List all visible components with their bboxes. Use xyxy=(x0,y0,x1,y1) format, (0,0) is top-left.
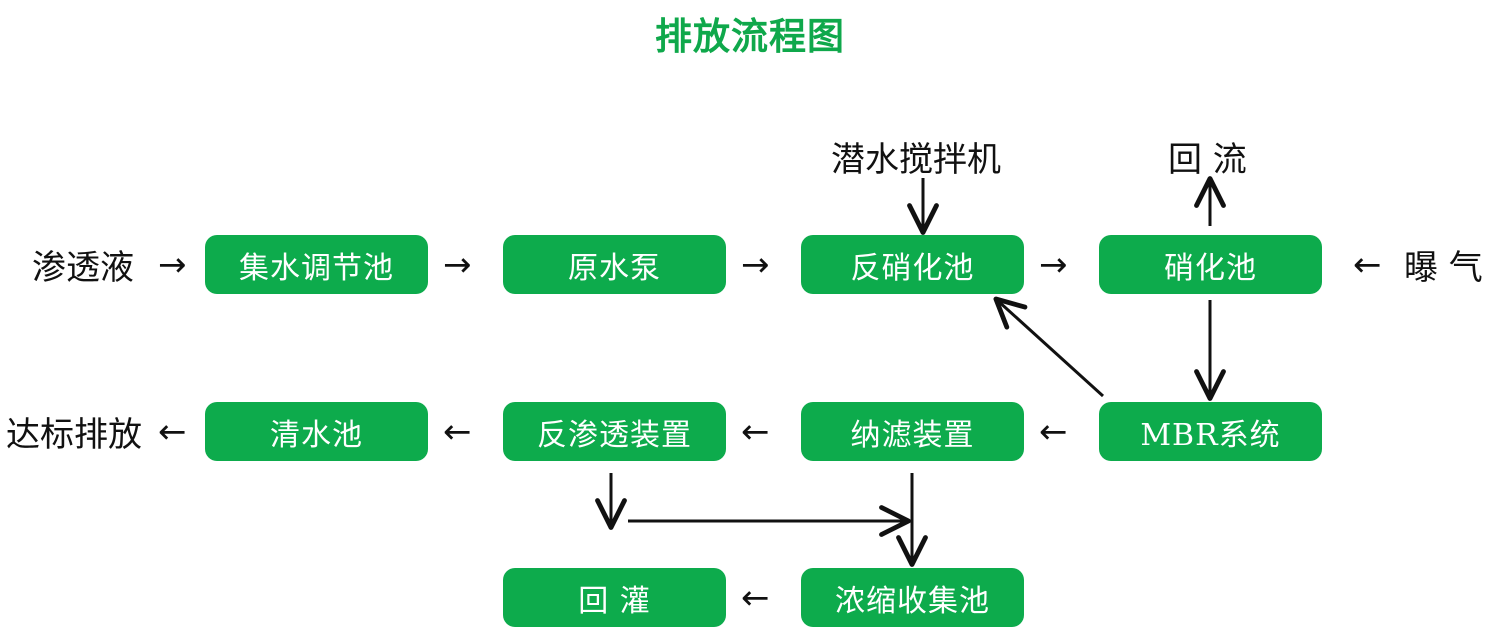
label-reflux: 回 流 xyxy=(1168,140,1247,180)
node-nanofiltration-unit[interactable]: 纳滤装置 xyxy=(801,402,1024,461)
label-aeration: 曝 气 xyxy=(1404,248,1483,288)
label-compliant-discharge: 达标排放 xyxy=(6,415,142,455)
node-concentrate-collection-tank[interactable]: 浓缩收集池 xyxy=(801,568,1024,627)
arrow-n3-to-n4: → xyxy=(1039,245,1068,285)
arrow-n5-to-n6: ← xyxy=(1039,412,1068,452)
arrow-n8-to-outlet: ← xyxy=(158,412,187,452)
node-reverse-osmosis-unit[interactable]: 反渗透装置 xyxy=(503,402,726,461)
arrow-n9-to-n10: ← xyxy=(741,578,770,618)
arrow-inlet-to-n1: → xyxy=(158,245,187,285)
node-clean-water-tank[interactable]: 清水池 xyxy=(205,402,428,461)
arrow-n6-to-n7: ← xyxy=(741,412,770,452)
node-raw-water-pump[interactable]: 原水泵 xyxy=(503,235,726,294)
connector-n5-to-n3-diagonal xyxy=(993,296,1105,398)
arrow-n7-to-n8: ← xyxy=(443,412,472,452)
node-collection-tank[interactable]: 集水调节池 xyxy=(205,235,428,294)
node-nitrification-tank[interactable]: 硝化池 xyxy=(1099,235,1322,294)
arrow-aeration-to-n4: ← xyxy=(1353,245,1382,285)
arrow-n2-to-n3: → xyxy=(741,245,770,285)
label-inlet: 渗透液 xyxy=(32,248,134,288)
node-mbr-system[interactable]: MBR系统 xyxy=(1099,402,1322,461)
arrow-n1-to-n2: → xyxy=(443,245,472,285)
label-submersible-mixer: 潜水搅拌机 xyxy=(831,140,1001,180)
node-denitrification-tank[interactable]: 反硝化池 xyxy=(801,235,1024,294)
page-title: 排放流程图 xyxy=(655,15,845,58)
node-backfill[interactable]: 回 灌 xyxy=(503,568,726,627)
